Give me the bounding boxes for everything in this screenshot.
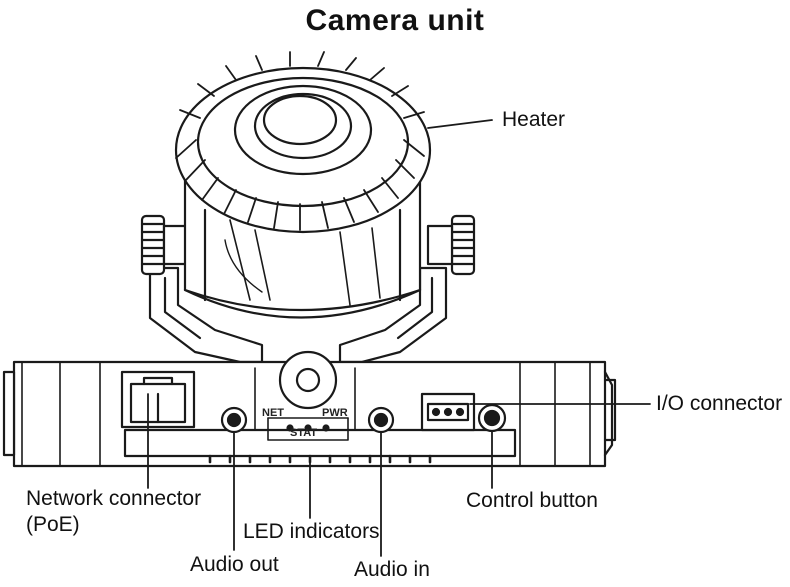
led-pwr-mark: PWR xyxy=(322,407,348,419)
audio-out-jack xyxy=(220,406,248,434)
network-connector-label-line1: Network connector xyxy=(26,487,202,510)
audio-in-jack xyxy=(367,406,395,434)
tilt-knob-right xyxy=(426,214,476,276)
led-stat-mark: STAT xyxy=(290,427,317,439)
tilt-knob-left xyxy=(140,214,190,276)
control-button xyxy=(477,403,507,433)
audio-in-label: Audio in xyxy=(354,558,430,581)
led-net-mark: NET xyxy=(262,407,284,419)
io-connector-label: I/O connector xyxy=(656,392,783,415)
network-connector-label-line2: (PoE) xyxy=(26,513,80,536)
io-connector-port xyxy=(420,392,476,432)
led-indicator-panel xyxy=(267,417,349,441)
diagram-title: Camera unit xyxy=(305,4,485,37)
network-connector-label: Network connector (PoE) xyxy=(26,486,201,538)
control-button-label: Control button xyxy=(466,489,598,512)
leader-lines xyxy=(147,119,651,557)
heater-ring xyxy=(174,51,432,234)
gimbal-arm-left xyxy=(148,266,264,364)
audio-out-label: Audio out xyxy=(190,553,279,576)
pan-knob xyxy=(278,350,338,410)
network-connector-port xyxy=(120,370,196,429)
heater-label: Heater xyxy=(502,108,566,131)
heater-leader xyxy=(427,119,493,129)
led-indicators-label: LED indicators xyxy=(243,520,380,543)
